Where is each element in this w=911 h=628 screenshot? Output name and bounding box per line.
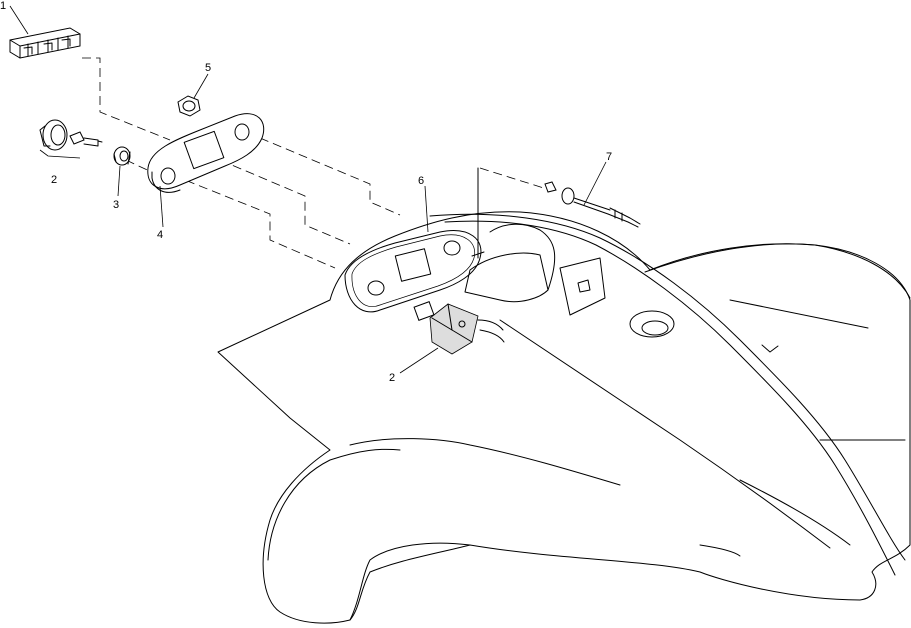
nut-part-3 [113,146,131,166]
leader-lines [82,57,551,269]
switch-plate-part [147,113,265,193]
callout-6: 6 [418,175,424,187]
callout-2-top: 2 [51,174,57,186]
ignition-switch-part [39,119,103,159]
callout-3: 3 [113,199,119,211]
callout-7: 7 [606,151,612,163]
nut-part-5 [177,95,201,117]
callout-lines [9,5,607,374]
callout-1: 1 [0,0,6,12]
bolt-assembly-part [544,181,641,228]
front-fender [217,167,911,624]
callout-5: 5 [205,62,211,74]
callout-2-bottom: 2 [389,372,395,384]
callout-4: 4 [157,229,163,241]
switch-bracket-part [9,27,81,59]
